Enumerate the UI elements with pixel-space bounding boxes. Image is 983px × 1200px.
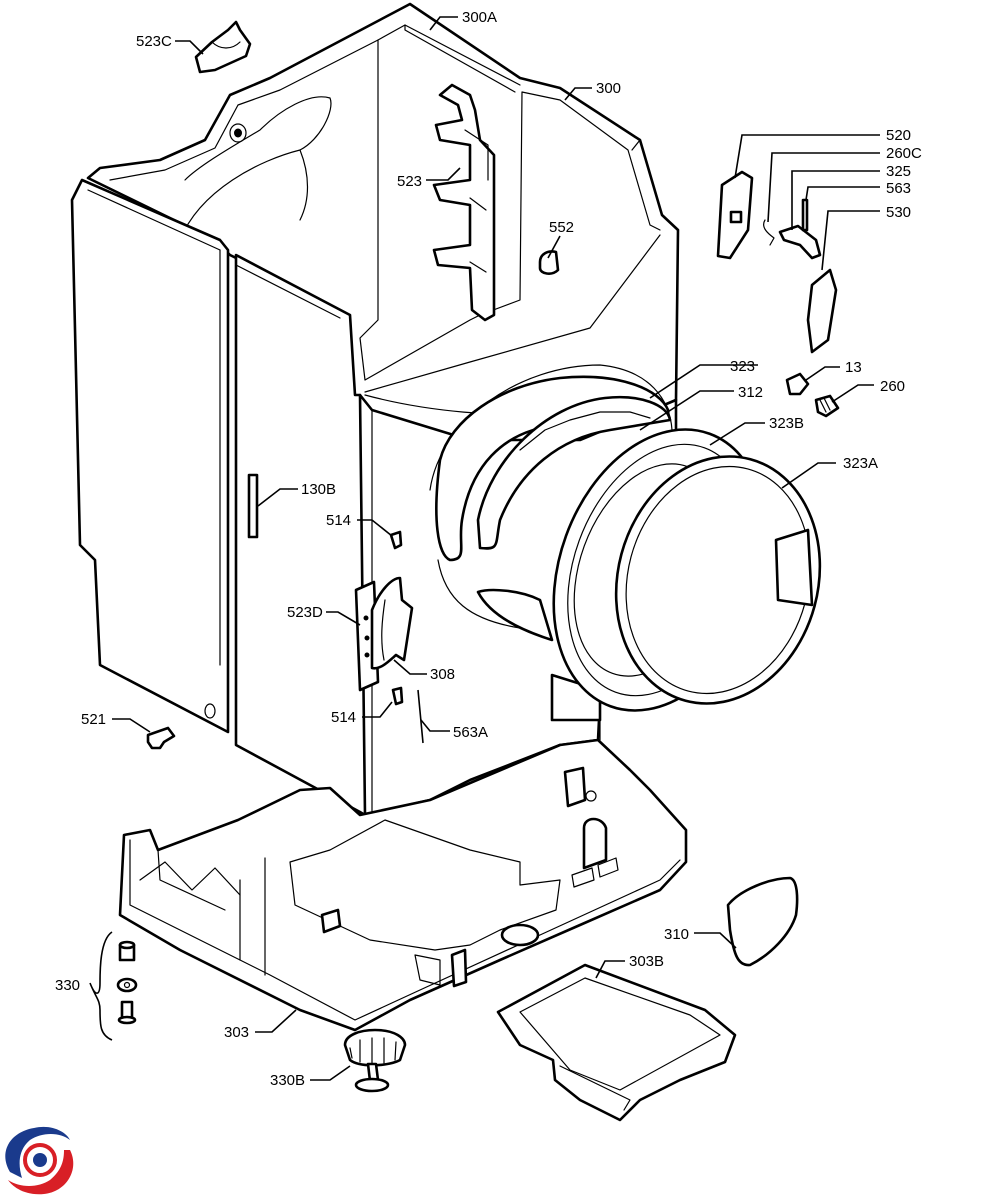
label-563A: 563A: [453, 724, 488, 741]
front-panel: [234, 253, 367, 817]
brand-logo: [5, 1126, 74, 1195]
part-563: [801, 198, 809, 232]
part-563A: [417, 689, 424, 744]
part-514-lower: [391, 686, 404, 706]
label-303: 303: [224, 1024, 249, 1041]
label-530: 530: [886, 204, 911, 221]
label-330B: 330B: [270, 1072, 305, 1089]
part-523C: [194, 20, 252, 74]
label-300: 300: [596, 80, 621, 97]
label-514-upper: 514: [326, 512, 351, 529]
part-330B: [343, 1028, 407, 1093]
part-552: [538, 250, 560, 275]
leader-lines: [112, 16, 880, 1081]
label-521: 521: [81, 711, 106, 728]
part-303B: [496, 963, 737, 1122]
part-530: [806, 268, 838, 354]
label-260: 260: [880, 378, 905, 395]
label-323: 323: [730, 358, 755, 375]
part-330-group: [89, 931, 138, 1041]
label-523D: 523D: [287, 604, 323, 621]
label-323B: 323B: [769, 415, 804, 432]
label-330: 330: [55, 977, 80, 994]
part-labels: 523C 300A 300 523 552 520 260C 325 563 5…: [55, 9, 922, 1089]
label-520: 520: [886, 127, 911, 144]
logo-arc-red: [8, 1150, 74, 1195]
part-310: [726, 876, 799, 967]
part-308: [370, 576, 414, 670]
label-310: 310: [664, 926, 689, 943]
door-frame-323A: [614, 455, 822, 705]
part-523-rail: [432, 83, 496, 322]
part-514-upper: [389, 530, 403, 550]
label-325: 325: [886, 163, 911, 180]
logo-center-blue: [33, 1153, 47, 1167]
label-514-lower: 514: [331, 709, 356, 726]
part-325: [778, 224, 822, 260]
left-side-panel: [70, 178, 230, 734]
label-552: 552: [549, 219, 574, 236]
part-13: [785, 372, 810, 396]
door-ring-312: [476, 395, 672, 642]
label-563: 563: [886, 180, 911, 197]
label-13: 13: [845, 359, 862, 376]
label-303B: 303B: [629, 953, 664, 970]
part-520: [716, 170, 754, 260]
part-521: [146, 726, 176, 750]
label-323A: 323A: [843, 455, 878, 472]
label-130B: 130B: [301, 481, 336, 498]
part-260-screw: [814, 394, 840, 418]
label-260C: 260C: [886, 145, 922, 162]
label-523: 523: [397, 173, 422, 190]
label-523C: 523C: [136, 33, 172, 50]
part-260C: [763, 219, 775, 246]
logo-ring-red: [23, 1143, 57, 1177]
base-303: [118, 738, 688, 1032]
label-300A: 300A: [462, 9, 497, 26]
label-308: 308: [430, 666, 455, 683]
label-312: 312: [738, 384, 763, 401]
logo-arc-blue: [5, 1126, 70, 1178]
